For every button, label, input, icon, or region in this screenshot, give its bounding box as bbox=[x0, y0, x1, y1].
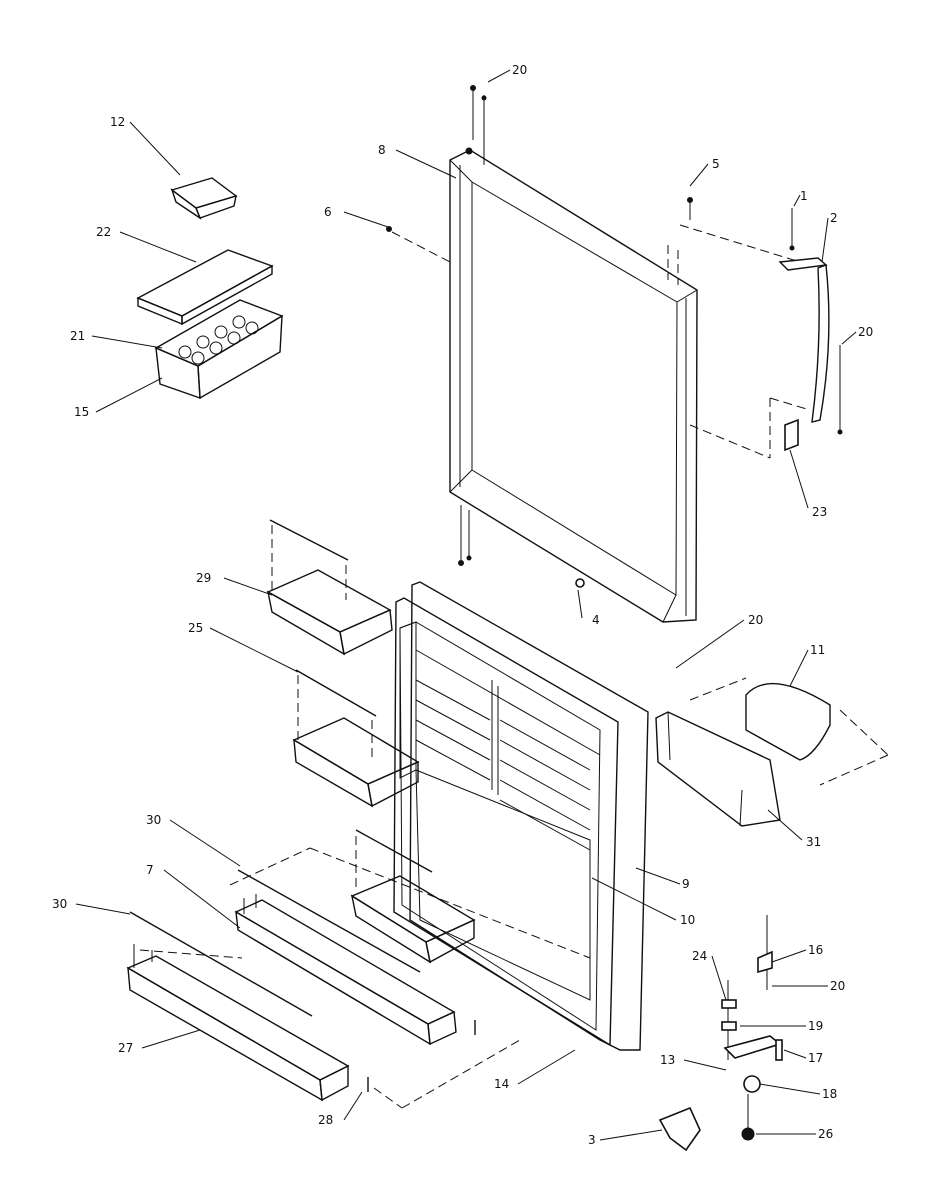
callout-15: 15 bbox=[74, 405, 89, 419]
callout-25: 25 bbox=[188, 621, 203, 635]
crisper-tray bbox=[655, 677, 889, 827]
ice-bin-cover bbox=[136, 249, 274, 326]
top-hinge-screws bbox=[470, 85, 487, 165]
callout-1: 1 bbox=[800, 189, 808, 203]
callout-10: 10 bbox=[680, 913, 695, 927]
callout-23: 23 bbox=[812, 505, 827, 519]
cabinet-liner bbox=[393, 581, 649, 1051]
door-handle bbox=[667, 197, 843, 459]
callout-22: 22 bbox=[96, 225, 111, 239]
callout-29: 29 bbox=[196, 571, 211, 585]
door-frame bbox=[449, 147, 698, 623]
callout-9: 9 bbox=[682, 877, 690, 891]
rail-clip bbox=[367, 1020, 521, 1109]
door-shelf-rail-25 bbox=[295, 669, 377, 760]
callout-11: 11 bbox=[810, 643, 825, 657]
callout-17: 17 bbox=[808, 1051, 823, 1065]
callout-6: 6 bbox=[324, 205, 332, 219]
door-bin-29 bbox=[266, 569, 393, 656]
callout-5: 5 bbox=[712, 157, 720, 171]
callout-4: 4 bbox=[592, 613, 600, 627]
callout-27: 27 bbox=[118, 1041, 133, 1055]
callout-28: 28 bbox=[318, 1113, 333, 1127]
callout-20: 20 bbox=[858, 325, 873, 339]
callout-21: 21 bbox=[70, 329, 85, 343]
callout-18: 18 bbox=[822, 1087, 837, 1101]
callout-leaders bbox=[75, 69, 857, 1141]
callout-labels: 20 12 8 5 1 2 6 22 20 21 15 23 29 4 20 2… bbox=[52, 63, 873, 1147]
callout-31: 31 bbox=[806, 835, 821, 849]
callout-20: 20 bbox=[748, 613, 763, 627]
bottom-hinge bbox=[658, 915, 783, 1152]
callout-30: 30 bbox=[146, 813, 161, 827]
ice-tray bbox=[154, 299, 284, 400]
callout-14: 14 bbox=[494, 1077, 509, 1091]
callout-8: 8 bbox=[378, 143, 386, 157]
callout-16: 16 bbox=[808, 943, 823, 957]
callout-3: 3 bbox=[588, 1133, 596, 1147]
lower-bin-27 bbox=[126, 944, 350, 1102]
butter-dish bbox=[170, 177, 238, 220]
door-bin-25 bbox=[292, 717, 420, 808]
shelf-rail-30b bbox=[129, 911, 313, 1017]
callout-2: 2 bbox=[830, 211, 838, 225]
inner-bin-10 bbox=[350, 829, 476, 964]
callout-26: 26 bbox=[818, 1127, 833, 1141]
callout-20: 20 bbox=[830, 979, 845, 993]
shelf-rail-30a bbox=[229, 847, 591, 973]
lower-bin-7 bbox=[234, 894, 457, 1046]
callout-20: 20 bbox=[512, 63, 527, 77]
door-shelf-rail-29 bbox=[269, 519, 349, 600]
callout-7: 7 bbox=[146, 863, 154, 877]
door-pin bbox=[386, 226, 451, 263]
callout-19: 19 bbox=[808, 1019, 823, 1033]
callout-13: 13 bbox=[660, 1053, 675, 1067]
crisper-cover bbox=[745, 682, 831, 761]
bottom-door-screws bbox=[458, 505, 585, 588]
callout-12: 12 bbox=[110, 115, 125, 129]
callout-30: 30 bbox=[52, 897, 67, 911]
callout-24: 24 bbox=[692, 949, 707, 963]
